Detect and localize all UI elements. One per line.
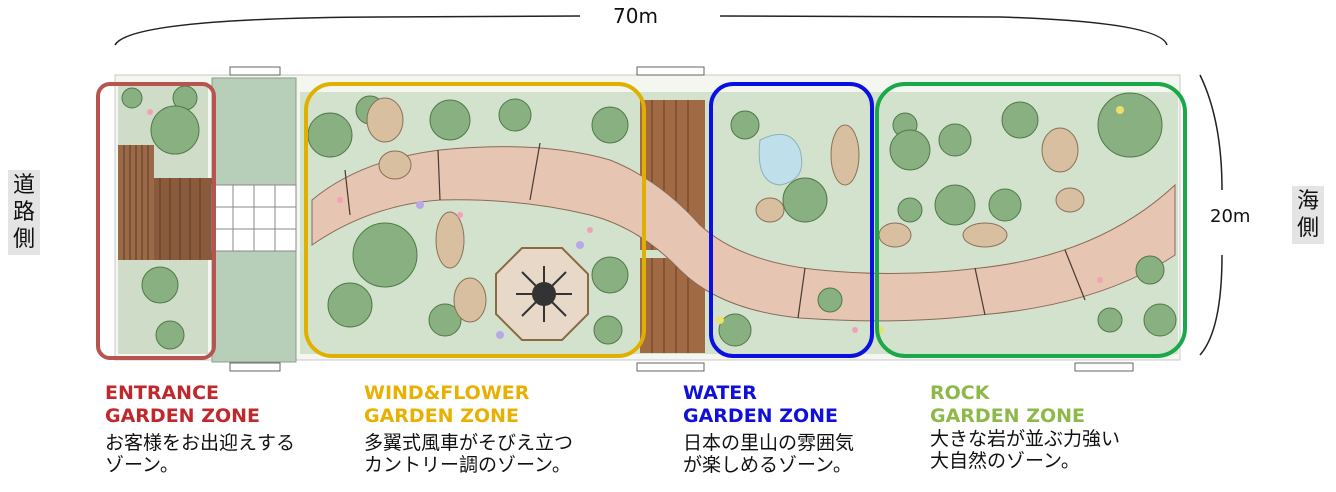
zone-description: 大自然のゾーン。 — [930, 450, 1080, 472]
zone-title: GARDEN ZONE — [364, 405, 520, 427]
zone-title: WIND&FLOWER — [364, 382, 530, 404]
road-side-char: 道 — [12, 173, 35, 198]
width-label: 20m — [1210, 206, 1251, 227]
zone-description: 大きな岩が並ぶ力強い — [930, 428, 1121, 450]
water-zone-outline — [709, 82, 874, 358]
width-dimension-bracket — [1199, 74, 1223, 356]
zone-title: GARDEN ZONE — [105, 405, 261, 427]
zone-title: ENTRANCE — [105, 382, 219, 404]
water-zone-label: WATER GARDEN ZONE 日本の里山の雰囲気 が楽しめるゾーン。 — [683, 382, 913, 476]
road-side-char: 側 — [12, 227, 35, 252]
site-plan — [114, 66, 1181, 372]
entrance-zone-label: ENTRANCE GARDEN ZONE お客様をお出迎えする ゾーン。 — [105, 382, 350, 476]
entrance-zone-outline — [96, 82, 216, 360]
zone-title: GARDEN ZONE — [930, 405, 1086, 427]
windflower-zone-outline — [304, 82, 646, 358]
length-label: 70m — [613, 4, 658, 28]
pond — [758, 133, 803, 186]
windflower-zone-label: WIND&FLOWER GARDEN ZONE 多翼式風車がそびえ立つ カントリ… — [364, 382, 629, 476]
road-side-label: 道 路 側 — [8, 170, 40, 255]
zone-title: ROCK — [930, 382, 990, 404]
sea-side-label: 海 側 — [1292, 186, 1324, 244]
zone-description: ゾーン。 — [105, 454, 179, 476]
road-side-char: 路 — [12, 200, 35, 225]
sea-side-char: 海 — [1296, 189, 1319, 214]
zone-description: カントリー調のゾーン。 — [364, 454, 571, 476]
rock-zone-outline — [875, 82, 1187, 358]
garden-path — [311, 146, 1176, 322]
zone-description: 多翼式風車がそびえ立つ — [364, 432, 574, 454]
zone-description: お客様をお出迎えする — [105, 432, 296, 454]
zone-description: 日本の里山の雰囲気 — [683, 432, 855, 454]
sea-side-char: 側 — [1296, 216, 1319, 241]
rock-zone-label: ROCK GARDEN ZONE 大きな岩が並ぶ力強い 大自然のゾーン。 — [930, 382, 1190, 472]
length-dimension-line — [114, 15, 1168, 46]
zone-title: WATER — [683, 382, 757, 404]
zone-title: GARDEN ZONE — [683, 405, 839, 427]
zone-description: が楽しめるゾーン。 — [683, 454, 852, 476]
